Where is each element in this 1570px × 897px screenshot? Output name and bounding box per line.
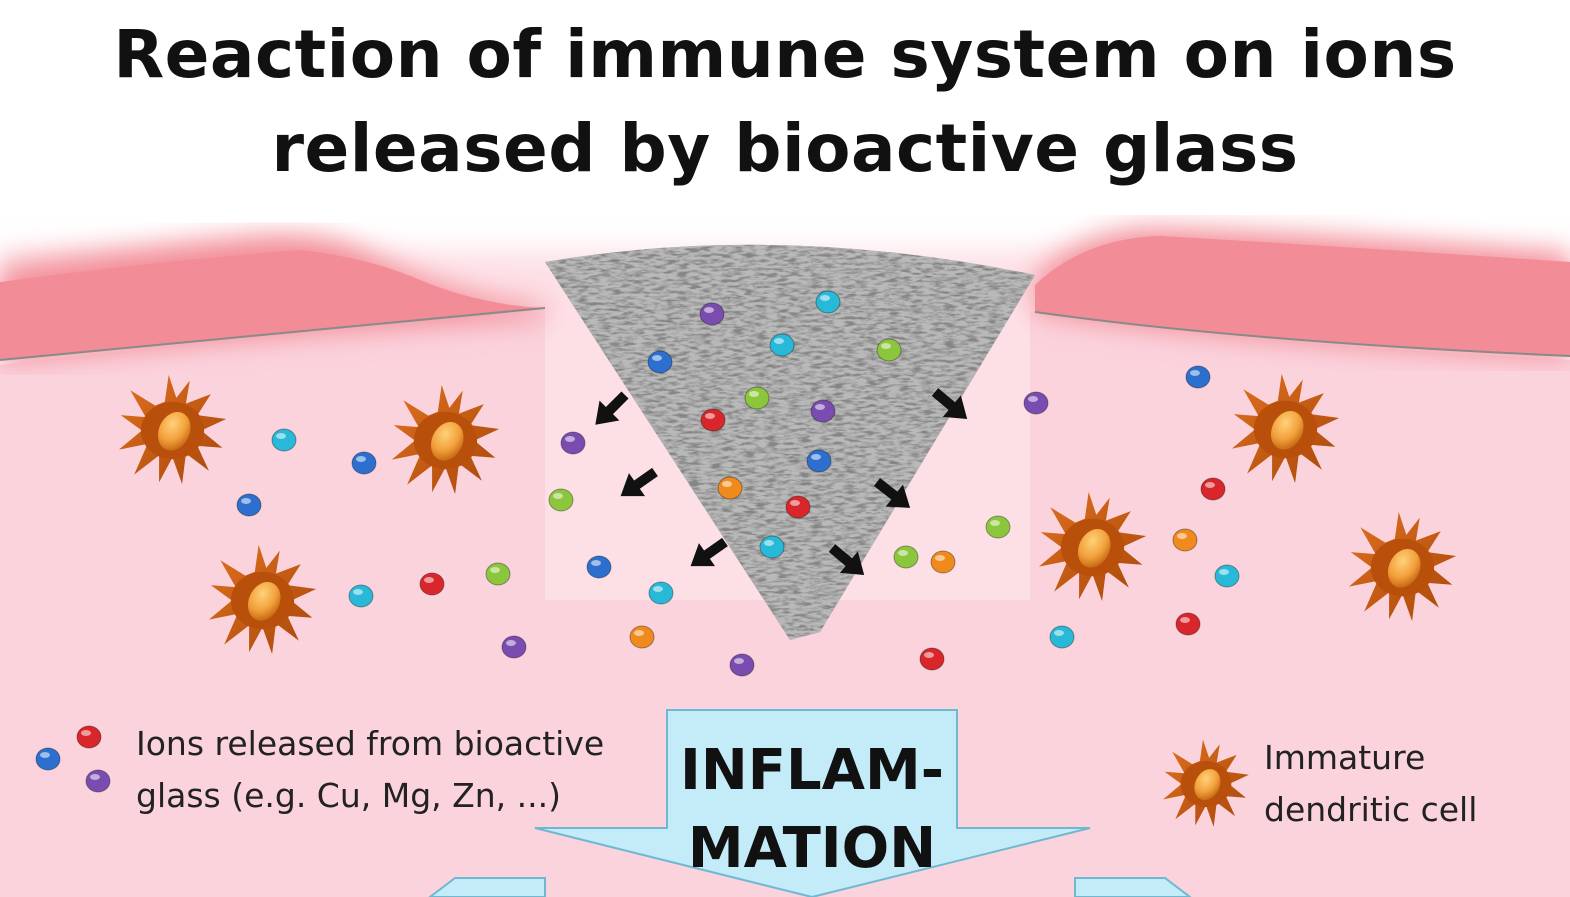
ion xyxy=(769,333,795,357)
legend-cell-line-2: dendritic cell xyxy=(1264,790,1478,829)
ion xyxy=(759,535,785,559)
release-arrow xyxy=(931,388,968,419)
ion xyxy=(699,302,725,326)
inflammation-arrow xyxy=(428,709,1192,897)
ion xyxy=(351,451,377,475)
title-line-1: Reaction of immune system on ions xyxy=(113,16,1457,93)
ion xyxy=(1175,612,1201,636)
ion xyxy=(629,625,655,649)
ion xyxy=(548,488,574,512)
release-arrow xyxy=(828,544,865,575)
ion xyxy=(876,338,902,362)
ion xyxy=(919,647,945,671)
ion xyxy=(744,386,770,410)
ion xyxy=(1023,391,1049,415)
ion xyxy=(700,408,726,432)
legend-cell-label: Immature dendritic cell xyxy=(1264,732,1477,836)
ion xyxy=(717,476,743,500)
ion xyxy=(271,428,297,452)
release-arrow xyxy=(690,537,728,567)
release-arrow xyxy=(620,467,658,497)
ion xyxy=(586,555,612,579)
ion xyxy=(560,431,586,455)
inflammation-label-line-2: MATION xyxy=(687,816,937,881)
legend-ion-icon xyxy=(76,725,102,749)
release-arrow xyxy=(873,478,911,508)
ion xyxy=(930,550,956,574)
release-arrow xyxy=(595,391,629,425)
ion xyxy=(810,399,836,423)
legend-ion-icon xyxy=(35,747,61,771)
ion xyxy=(729,653,755,677)
ion xyxy=(985,515,1011,539)
ions xyxy=(35,290,1240,793)
inflammation-label-line-1: INFLAM- xyxy=(680,738,944,803)
legend-ions-line-1: Ions released from bioactive xyxy=(136,724,605,763)
ion xyxy=(419,572,445,596)
ion xyxy=(1185,365,1211,389)
ion xyxy=(501,635,527,659)
ion xyxy=(806,449,832,473)
ion xyxy=(647,350,673,374)
title-line-2: released by bioactive glass xyxy=(271,110,1299,187)
legend-ions-label: Ions released from bioactive glass (e.g.… xyxy=(136,718,604,822)
ion xyxy=(815,290,841,314)
page-title: Reaction of immune system on ions releas… xyxy=(0,8,1570,196)
release-arrows xyxy=(595,388,968,575)
ion xyxy=(1049,625,1075,649)
ion xyxy=(648,581,674,605)
legend-cell-line-1: Immature xyxy=(1264,738,1426,777)
ion xyxy=(785,495,811,519)
ion xyxy=(236,493,262,517)
inflammation-label: INFLAM- MATION xyxy=(652,732,972,888)
legend-ions-line-2: glass (e.g. Cu, Mg, Zn, ...) xyxy=(136,776,561,815)
ion xyxy=(1214,564,1240,588)
ion xyxy=(1172,528,1198,552)
epidermis-layer xyxy=(0,228,1570,362)
ion xyxy=(485,562,511,586)
legend-ion-icon xyxy=(85,769,111,793)
ion xyxy=(893,545,919,569)
ion xyxy=(1200,477,1226,501)
ion xyxy=(348,584,374,608)
